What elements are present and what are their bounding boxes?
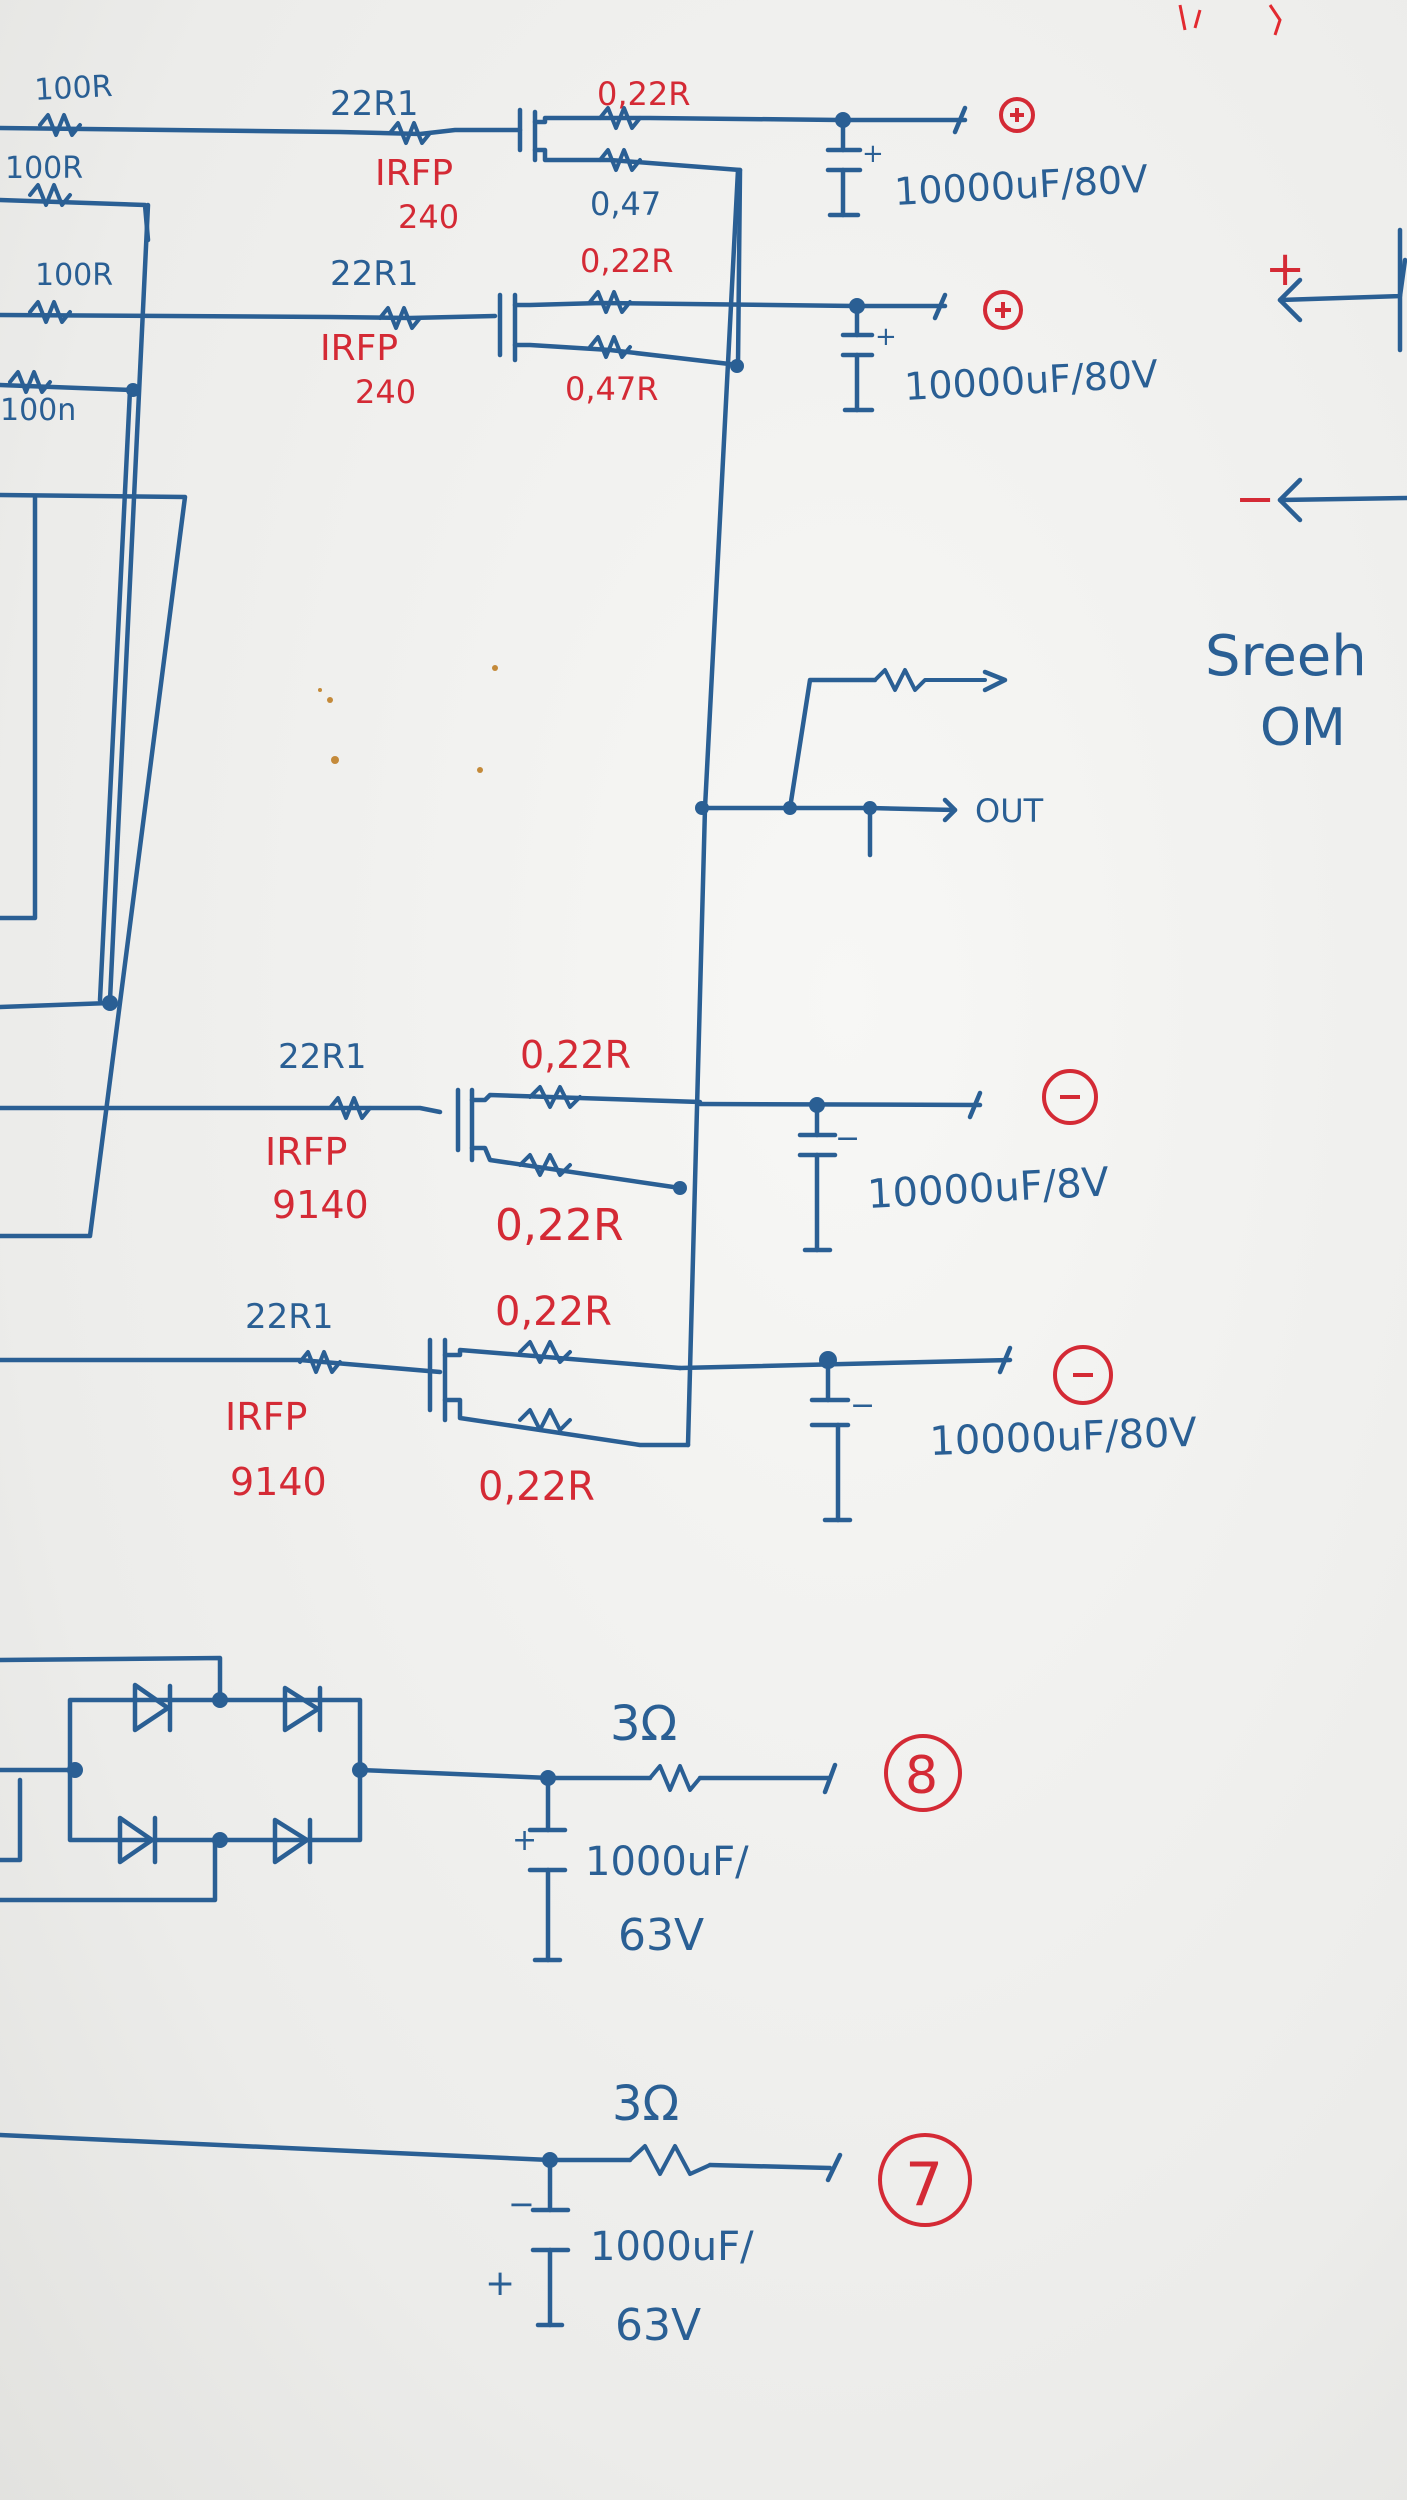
red-markers: [878, 97, 1113, 2227]
label-cap-psu-8-a: 1000uF/: [585, 1839, 749, 1885]
label-rs-q2-b: 0,47R: [565, 370, 658, 408]
label-q2-num: 240: [355, 373, 416, 411]
label-r-top-1: 100R: [34, 69, 114, 108]
label-q3-type: IRFP: [265, 1130, 347, 1174]
label-q1-num: 240: [398, 198, 459, 236]
wiring: [0, 105, 1407, 2328]
label-rs-q1-b: 0,47: [590, 185, 661, 223]
label-cap-psu-7-a: 1000uF/: [590, 2224, 754, 2270]
label-q4-num: 9140: [230, 1460, 327, 1504]
label-q2-type: IRFP: [320, 328, 398, 369]
label-node-8: 8: [905, 1746, 938, 1806]
label-gate-q3: 22R1: [278, 1037, 367, 1077]
cap-3-polarity-minus: −: [835, 1121, 860, 1156]
cap-2-polarity: +: [875, 322, 897, 352]
label-cap-2: 10000uF/80V: [903, 352, 1159, 409]
label-r-psu-8: 3Ω: [610, 1696, 677, 1752]
cap-psu7-polarity-minus: −: [508, 2185, 535, 2223]
label-rs-q3-b: 0,22R: [495, 1200, 624, 1251]
cap-psu7-polarity-plus: +: [485, 2263, 515, 2304]
label-q1-type: IRFP: [375, 153, 453, 194]
label-cap-4: 10000uF/80V: [929, 1410, 1198, 1465]
label-right-1: Sreeh: [1205, 624, 1367, 689]
label-rs-q2-a: 0,22R: [580, 242, 673, 280]
label-cap-psu-7-b: 63V: [615, 2300, 701, 2351]
label-node-7: 7: [905, 2150, 943, 2220]
label-r-psu-7: 3Ω: [612, 2076, 679, 2132]
cap-psu8-polarity: +: [512, 1823, 537, 1858]
label-gate-q1: 22R1: [330, 84, 419, 124]
label-r-top-4: 100n: [0, 393, 76, 428]
label-cap-1: 10000uF/80V: [893, 157, 1149, 214]
labels: 100R 100R 100R 100n 22R1 22R1 22R1 22R1 …: [0, 69, 1367, 2351]
junction-dots: [67, 112, 877, 2168]
label-cap-psu-8-b: 63V: [618, 1910, 704, 1961]
label-r-top-3: 100R: [35, 258, 113, 293]
label-cap-3: 10000uF/8V: [866, 1159, 1111, 1218]
label-rs-q4-a: 0,22R: [495, 1289, 612, 1335]
label-out: OUT: [975, 792, 1044, 830]
label-gate-q4: 22R1: [245, 1297, 334, 1337]
label-q4-type: IRFP: [225, 1395, 307, 1439]
label-right-2: OM: [1260, 698, 1346, 758]
label-rs-q3-a: 0,22R: [520, 1033, 631, 1077]
label-gate-q2: 22R1: [330, 254, 419, 294]
label-right-minus: −: [1235, 471, 1275, 527]
cap-1-polarity: +: [862, 139, 884, 169]
label-q3-num: 9140: [272, 1183, 369, 1227]
label-r-top-2: 100R: [5, 151, 83, 186]
label-rs-q4-b: 0,22R: [478, 1464, 595, 1510]
label-rs-q1-a: 0,22R: [597, 75, 690, 113]
corner-marks: [1178, 4, 1282, 36]
cap-4-polarity-minus: −: [850, 1388, 875, 1423]
label-right-plus: +: [1265, 241, 1305, 297]
paper-stains: [318, 665, 498, 773]
